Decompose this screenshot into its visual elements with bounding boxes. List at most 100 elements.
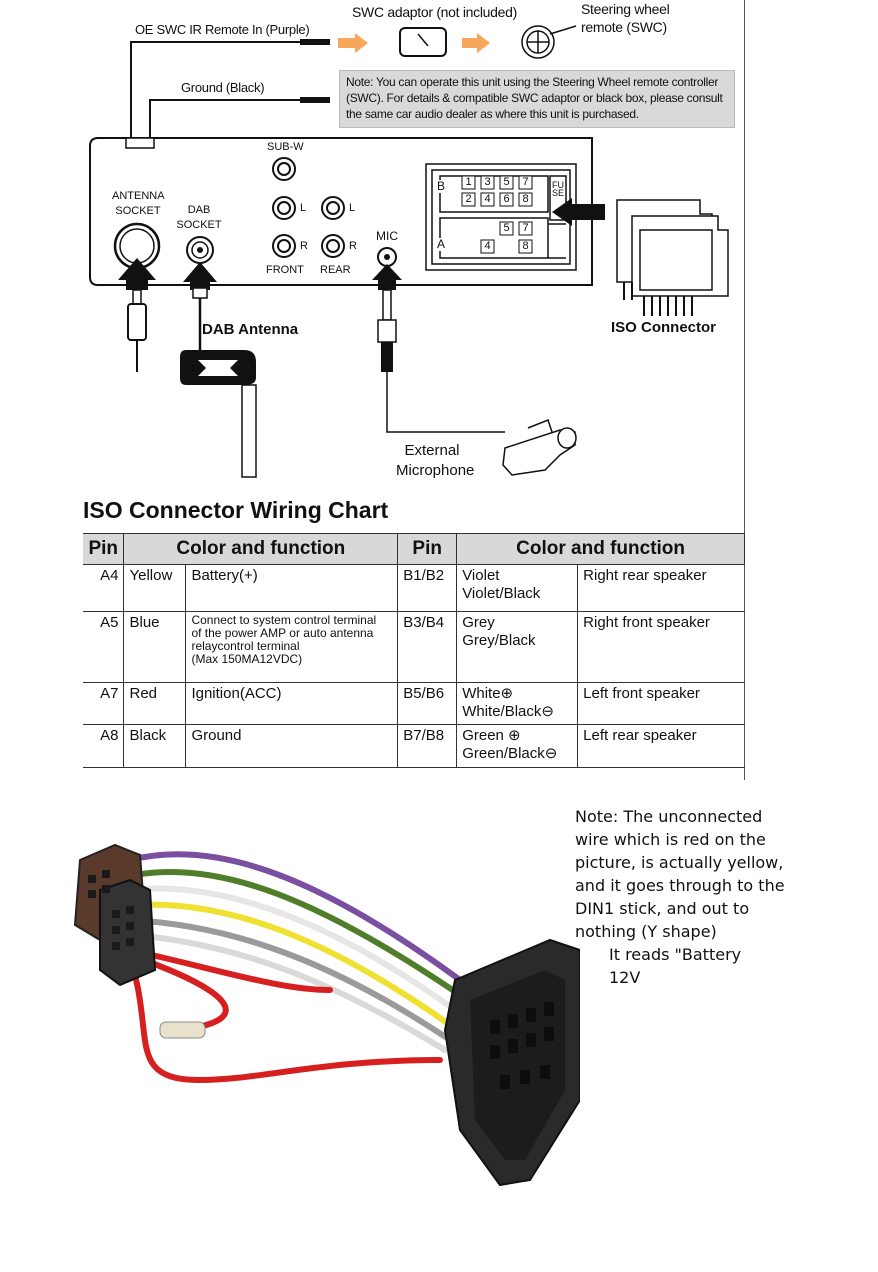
color-b-cell: Green ⊕Green/Black⊖ [456, 724, 579, 768]
pin-boxes [461, 175, 533, 254]
microphone-icon [502, 419, 577, 476]
oe-swc-label: OE SWC IR Remote In (Purple) [135, 22, 310, 37]
table-row: A8 Black Ground B7/B8 Green ⊕Green/Black… [83, 724, 745, 768]
pin-b5: 5 [503, 176, 510, 188]
harness-wires [122, 851, 463, 1084]
dab-socket-label-2: SOCKET [176, 219, 222, 231]
function-line: relaycontrol terminal [191, 639, 300, 653]
fuse-label: FUSE [551, 180, 564, 198]
function-b-cell: Right rear speaker [577, 564, 745, 612]
pin-a-cell: A4 [83, 564, 125, 612]
color-b-line: Violet/Black [462, 585, 541, 602]
external-mic-label-2: Microphone [396, 462, 475, 479]
r-label-front: R [300, 240, 308, 252]
note-line: wire which is red on the [575, 830, 766, 849]
front-label: FRONT [266, 264, 304, 276]
l-label-rear: L [349, 202, 356, 214]
dab-socket [186, 236, 214, 264]
pin-a-cell: A5 [83, 611, 125, 683]
pin-b1: 1 [465, 176, 472, 188]
black-arrow-icon [118, 198, 605, 290]
pin-b6: 6 [503, 193, 510, 205]
pin-b7: 7 [522, 176, 529, 188]
subw-label: SUB-W [267, 141, 304, 153]
pin-a8: 8 [522, 240, 529, 252]
function-a-cell: Battery(+) [185, 564, 399, 612]
color-b-line: Green ⊕ [462, 727, 521, 744]
table-row: A7 Red Ignition(ACC) B5/B6 White⊕White/B… [83, 682, 745, 725]
r-label-rear: R [349, 240, 357, 252]
pin-b2: 2 [465, 193, 472, 205]
pin-header: Pin [397, 533, 458, 565]
antenna-socket-label-2: SOCKET [115, 205, 161, 217]
color-b-line: Grey [462, 614, 495, 631]
steering-wheel-icon [521, 25, 577, 59]
harness-note: Note: The unconnected wire which is red … [575, 805, 815, 989]
dab-socket-label-1: DAB [187, 204, 211, 216]
orange-arrow-icon [338, 33, 490, 53]
pin-b3: 3 [484, 176, 491, 188]
external-mic-label-1: External [404, 442, 460, 459]
antenna-socket-label-1: ANTENNA [112, 190, 165, 202]
rear-label: REAR [320, 264, 351, 276]
pin-b8: 8 [522, 193, 529, 205]
color-b-line: White⊕ [462, 685, 514, 702]
iso-connector-plug [616, 199, 729, 297]
mic-label: MIC [376, 229, 398, 243]
page-divider [744, 0, 745, 780]
color-b-line: Violet [462, 567, 500, 584]
iso-harness-photo [73, 843, 580, 1187]
pin-b-cell: B7/B8 [397, 724, 458, 768]
block-b-label: B [437, 179, 446, 193]
function-line: of the power AMP or auto antenna [191, 626, 374, 640]
pin-a-cell: A8 [83, 724, 125, 768]
l-label-front: L [300, 202, 307, 214]
note-line: picture, is actually yellow, [575, 853, 784, 872]
color-function-header: Color and function [123, 533, 399, 565]
pin-b-cell: B5/B6 [397, 682, 458, 725]
color-b-line: Grey/Black [462, 632, 536, 649]
mic-jack [377, 247, 397, 267]
vehicle-connector [443, 938, 580, 1187]
function-line: Connect to system control terminal [191, 613, 377, 627]
iso-connector-wires [623, 282, 693, 316]
swc-wires [130, 41, 300, 150]
pin-a5: 5 [503, 222, 510, 234]
color-b-cell: White⊕White/Black⊖ [456, 682, 579, 725]
note-line: 12V [609, 968, 641, 987]
pin-b4: 4 [484, 193, 491, 205]
oe-swc-plug [300, 39, 330, 45]
color-b-line: Green/Black⊖ [462, 745, 558, 762]
color-a-cell: Red [123, 682, 187, 725]
note-line: nothing (Y shape) [575, 922, 717, 941]
function-a-cell: Ground [185, 724, 399, 768]
table-row: A5 Blue Connect to system control termin… [83, 611, 745, 683]
rca-jacks [272, 157, 345, 258]
color-a-cell: Black [123, 724, 187, 768]
color-a-cell: Blue [123, 611, 187, 683]
steering-wheel-label-2: remote (SWC) [581, 19, 667, 35]
pin-b-cell: B1/B2 [397, 564, 458, 612]
function-b-cell: Right front speaker [577, 611, 745, 683]
dab-antenna-label: DAB Antenna [202, 321, 299, 338]
table-header-row: Pin Color and function Pin Color and fun… [83, 533, 745, 565]
pin-b-cell: B3/B4 [397, 611, 458, 683]
function-line: (Max 150MA12VDC) [191, 652, 303, 666]
note-line: It reads "Battery [609, 945, 742, 964]
function-b-cell: Left rear speaker [577, 724, 745, 768]
dab-antenna [180, 287, 257, 478]
pin-a-cell: A7 [83, 682, 125, 725]
color-a-cell: Yellow [123, 564, 187, 612]
block-a-label: A [437, 237, 446, 251]
swc-adaptor-box [399, 27, 447, 57]
wiring-chart-table: Pin Color and function Pin Color and fun… [83, 533, 745, 768]
function-b-cell: Left front speaker [577, 682, 745, 725]
note-line: DIN1 stick, and out to [575, 899, 750, 918]
note-line: and it goes through to the [575, 876, 785, 895]
steering-wheel-label-1: Steering wheel [581, 1, 670, 17]
spade-terminal [159, 1021, 206, 1039]
